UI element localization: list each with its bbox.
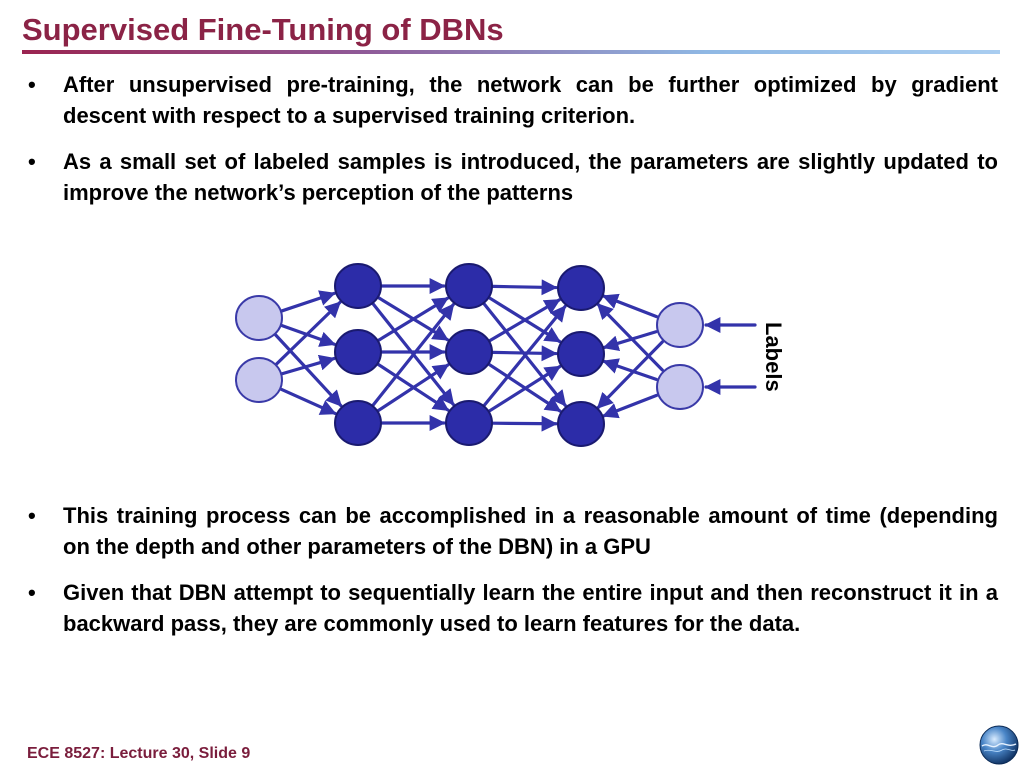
network-edge [491, 345, 558, 362]
network-edge [488, 298, 561, 343]
title-underline [22, 50, 1000, 54]
network-edge [371, 302, 455, 406]
network-edge [482, 302, 567, 407]
network-edge [377, 296, 450, 342]
network-edge [280, 290, 336, 313]
bullet-item: • This training process can be accomplish… [28, 500, 998, 562]
network-edge [376, 363, 450, 413]
bullet-item: • After unsupervised pre-training, the ne… [28, 69, 998, 131]
network-edge [273, 333, 343, 408]
network-edge [274, 300, 342, 366]
network-edge [487, 364, 562, 413]
bullet-dot: • [28, 503, 36, 528]
network-edge [280, 354, 336, 376]
network-edge [601, 393, 659, 419]
hidden-node [334, 263, 382, 309]
hidden-node [445, 400, 493, 446]
bullet-dot: • [28, 149, 36, 174]
slide-footer: ECE 8527: Lecture 30, Slide 9 [27, 745, 251, 762]
hidden-node [445, 263, 493, 309]
globe-logo-icon [979, 725, 1019, 765]
bullet-text: As a small set of labeled samples is int… [63, 149, 998, 205]
bullet-item: • Given that DBN attempt to sequentially … [28, 577, 998, 639]
visible-node [656, 302, 704, 348]
slide-title: Supervised Fine-Tuning of DBNs [22, 12, 504, 47]
network-edge [371, 303, 455, 407]
network-edge [491, 279, 558, 296]
network-edge [279, 387, 337, 416]
network-edge [596, 340, 664, 410]
visible-node [656, 364, 704, 410]
network-edge [601, 293, 659, 319]
bullet-text: Given that DBN attempt to sequentially l… [63, 580, 998, 636]
network-edge [377, 296, 450, 342]
labels-text: Labels [761, 322, 786, 392]
bullet-dot: • [28, 580, 36, 605]
hidden-node [557, 265, 605, 311]
bullet-list-bottom: • This training process can be accomplish… [0, 500, 1024, 654]
network-edge [280, 323, 336, 347]
network-nodes [235, 263, 704, 447]
hidden-node [445, 329, 493, 375]
network-edge [491, 415, 558, 432]
visible-node [235, 295, 283, 341]
network-edge [596, 302, 664, 372]
bullet-text: This training process can be accomplishe… [63, 503, 998, 559]
bullet-item: • As a small set of labeled samples is in… [28, 146, 998, 208]
network-edge [487, 362, 562, 413]
bullet-text: After unsupervised pre-training, the net… [63, 72, 998, 128]
visible-node [235, 357, 283, 403]
label-arrows [704, 317, 757, 395]
hidden-node [557, 401, 605, 447]
network-edges [273, 278, 664, 432]
network-edge [376, 362, 450, 412]
hidden-node [334, 329, 382, 375]
bullet-dot: • [28, 72, 36, 97]
hidden-node [557, 331, 605, 377]
network-edge [482, 304, 567, 407]
network-edge [602, 330, 658, 352]
network-edge [602, 358, 658, 382]
network-edge [487, 296, 562, 344]
hidden-node [334, 400, 382, 446]
bullet-list-top: • After unsupervised pre-training, the ne… [0, 69, 1024, 223]
